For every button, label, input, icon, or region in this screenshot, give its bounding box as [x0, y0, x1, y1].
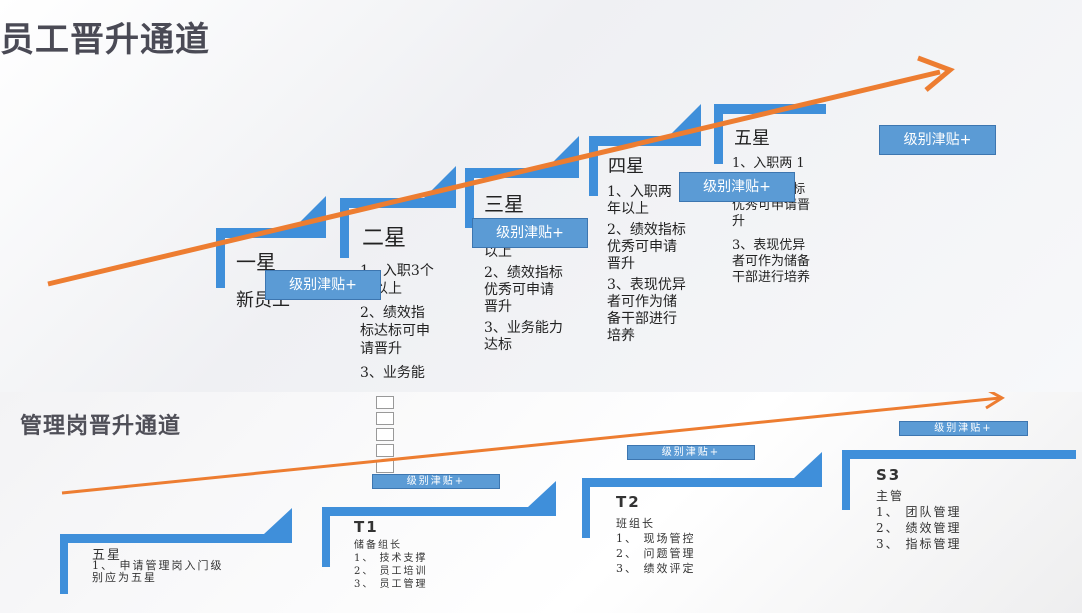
- mgmt-step4-title: S3: [876, 466, 902, 484]
- mgmt-step2-desc: 储备组长 1、 技术支撑 2、 员工培训 3、 员工管理: [354, 540, 428, 590]
- mgmt-step4-top-bar: [842, 450, 1076, 459]
- mgmt-step2-corner: [528, 481, 556, 507]
- step5-side-bar: [714, 104, 723, 164]
- mgmt-bonus-box-2: 级别津贴+: [627, 445, 755, 460]
- mgmt-step3-title: T2: [616, 493, 641, 511]
- bonus-box-4: 级别津贴+: [879, 125, 996, 155]
- bonus-box-2: 级别津贴+: [472, 218, 588, 248]
- step2-side-bar: [340, 198, 349, 258]
- circle-tool-icon[interactable]: [376, 444, 394, 457]
- mgmt-step2-title: T1: [354, 518, 379, 536]
- shape-toolbar: [374, 394, 396, 473]
- mgmt-step2-top-bar: [322, 507, 556, 516]
- mgmt-step1-top-bar: [60, 534, 292, 543]
- mgmt-step3-corner: [794, 452, 822, 478]
- mgmt-step3-desc: 班组长 1、 现场管控 2、 问题管理 3、 绩效评定: [616, 517, 696, 575]
- page-title: 员工晋升通道: [0, 20, 210, 60]
- step3-side-bar: [465, 168, 474, 228]
- section-title: 管理岗晋升通道: [20, 414, 182, 439]
- step2-title: 二星: [362, 226, 407, 251]
- step5-top-bar: [714, 104, 826, 114]
- step1-side-bar: [216, 228, 225, 288]
- step3-desc: 以上 2、绩效指标 优秀可申请 晋升 3、业务能力 达标: [484, 244, 563, 353]
- pentagon-tool-icon[interactable]: [376, 412, 394, 425]
- mgmt-bonus-box-1: 级别津贴+: [372, 474, 500, 489]
- mgmt-step4-desc: 主管 1、 团队管理 2、 绩效管理 3、 指标管理: [876, 489, 962, 551]
- mgmt-step1-side-bar: [60, 534, 68, 594]
- mgmt-step3-top-bar: [582, 478, 822, 487]
- line-tool-icon[interactable]: [376, 396, 394, 409]
- step4-title: 四星: [608, 156, 644, 177]
- mgmt-bonus-box-3: 级别津贴+: [899, 421, 1028, 436]
- bonus-box-1: 级别津贴+: [265, 270, 381, 300]
- mgmt-step1-title: 五星: [92, 548, 123, 563]
- mgmt-step2-side-bar: [322, 507, 330, 567]
- mgmt-step4-side-bar: [842, 450, 850, 510]
- step3-title: 三星: [484, 192, 524, 216]
- mgmt-step3-side-bar: [582, 478, 590, 538]
- step4-desc: 1、入职两 年以上 2、绩效指标 优秀可申请 晋升 3、表现优异 者可作为储 备…: [607, 184, 686, 344]
- top-slide: [0, 0, 1082, 392]
- bonus-box-3: 级别津贴+: [679, 172, 795, 202]
- mgmt-growth-arrow: [61, 392, 1005, 495]
- mgmt-step1-corner: [264, 508, 292, 534]
- step2-desc: 1、入职3个 月以上 2、绩效指 标达标可申 请晋升 3、业务能: [360, 263, 434, 381]
- growth-arrow: [47, 55, 955, 287]
- step4-side-bar: [589, 136, 598, 196]
- mgmt-step1-desc: 1、 申请管理岗入门级 别应为五星: [92, 559, 224, 584]
- step5-title: 五星: [734, 128, 770, 149]
- rectangle-tool-icon[interactable]: [376, 428, 394, 441]
